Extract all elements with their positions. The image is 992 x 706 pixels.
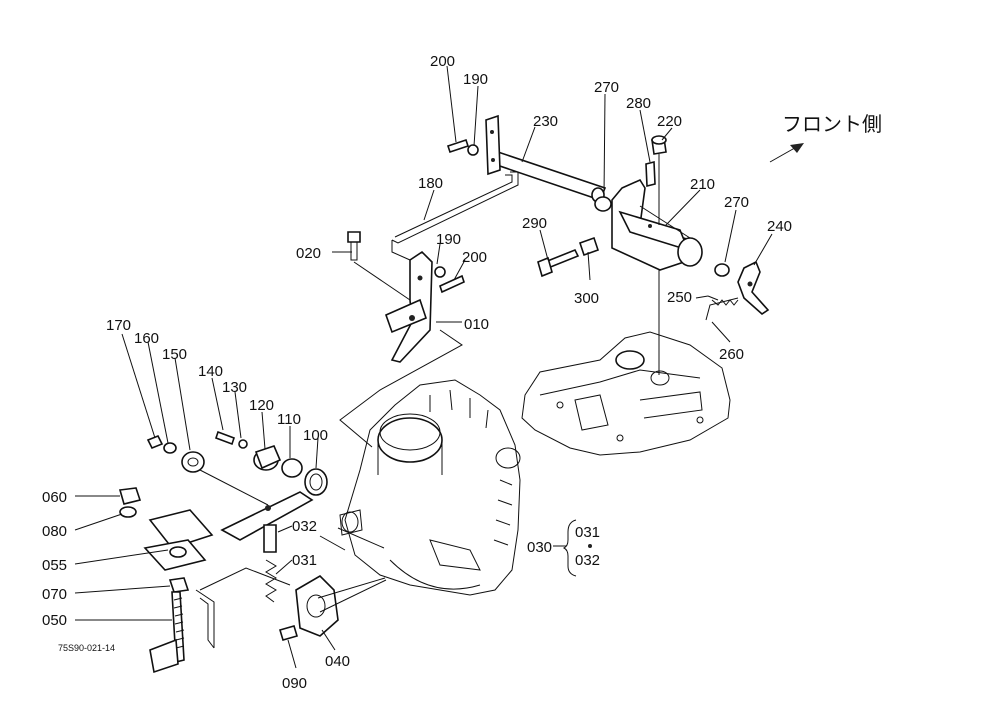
label-080: 080 — [42, 523, 67, 540]
upper-linkage — [339, 114, 607, 448]
label-270-right: 270 — [724, 194, 749, 211]
label-260: 260 — [719, 346, 744, 363]
label-032: 032 — [292, 518, 317, 535]
label-230: 230 — [533, 113, 558, 130]
label-270-top: 270 — [594, 79, 619, 96]
label-160: 160 — [134, 330, 159, 347]
label-300: 300 — [574, 290, 599, 307]
left-lever-assembly — [118, 430, 387, 674]
label-070: 070 — [42, 586, 67, 603]
label-030-031: 031 — [575, 524, 600, 541]
label-240: 240 — [767, 218, 792, 235]
label-130: 130 — [222, 379, 247, 396]
label-040: 040 — [325, 653, 350, 670]
label-055: 055 — [42, 557, 67, 574]
bracket-030 — [562, 519, 592, 577]
label-060: 060 — [42, 489, 67, 506]
leader-lines — [74, 65, 773, 669]
label-030-032: 032 — [575, 552, 600, 569]
label-030: 030 — [527, 539, 552, 556]
label-180: 180 — [418, 175, 443, 192]
label-200-mid: 200 — [462, 249, 487, 266]
front-side-label: フロント側 — [782, 113, 882, 136]
label-110: 110 — [277, 411, 301, 428]
label-090: 090 — [282, 675, 307, 692]
label-220: 220 — [657, 113, 682, 130]
drawing-code: 75S90-021-14 — [58, 643, 115, 653]
part-labels: 200 190 230 180 020 190 200 010 270 280 … — [42, 53, 882, 692]
label-170: 170 — [106, 317, 131, 334]
label-140: 140 — [198, 363, 223, 380]
label-210: 210 — [690, 176, 715, 193]
label-100: 100 — [303, 427, 328, 444]
label-150: 150 — [162, 346, 187, 363]
label-031: 031 — [292, 552, 317, 569]
label-050: 050 — [42, 612, 67, 629]
engine-block — [339, 379, 521, 596]
front-direction-arrow — [769, 143, 804, 163]
label-010: 010 — [464, 316, 489, 333]
label-290: 290 — [522, 215, 547, 232]
label-250: 250 — [667, 289, 692, 306]
label-190-top: 190 — [463, 71, 488, 88]
shift-bracket-assembly — [537, 135, 770, 375]
label-190-mid: 190 — [436, 231, 461, 248]
label-200-top: 200 — [430, 53, 455, 70]
label-120: 120 — [249, 397, 274, 414]
label-020: 020 — [296, 245, 321, 262]
transmission-housing — [521, 331, 731, 456]
label-280: 280 — [626, 95, 651, 112]
